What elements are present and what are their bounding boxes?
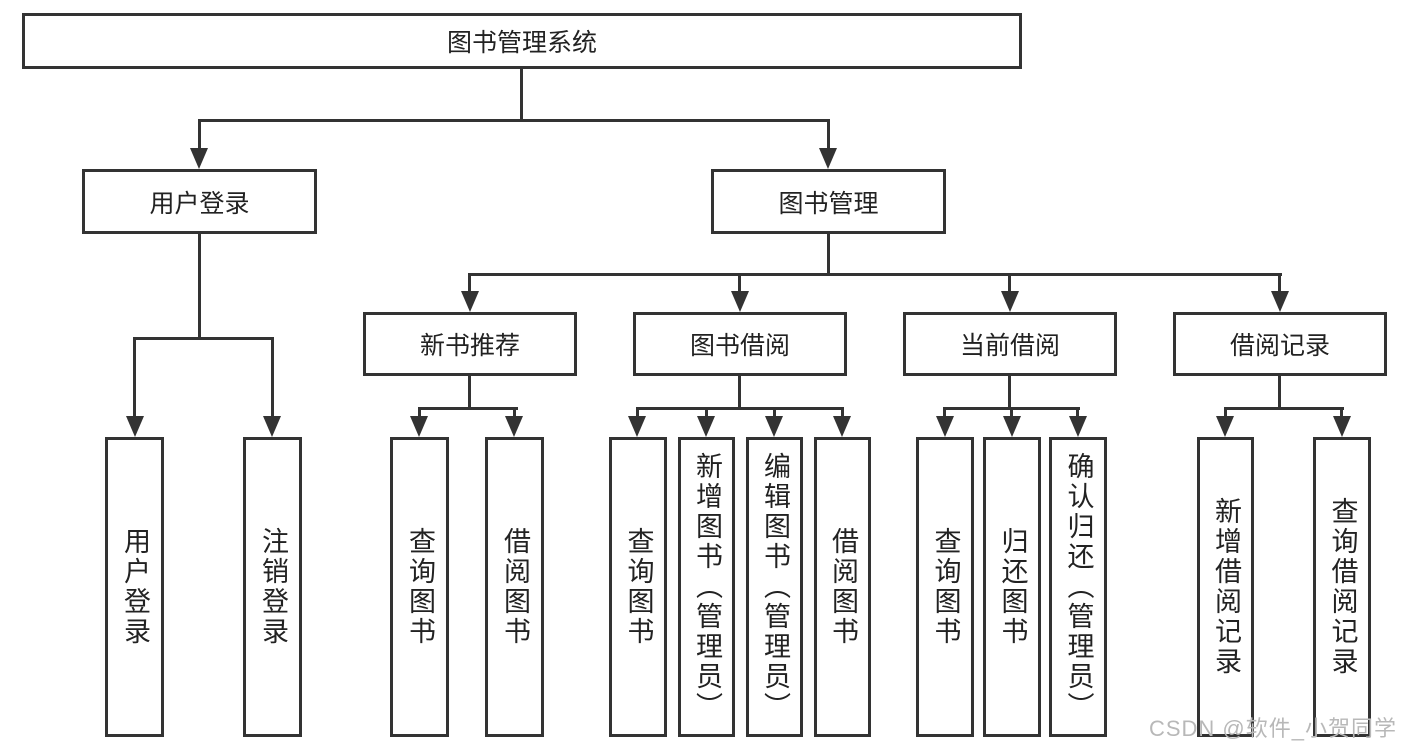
- arrowhead-icon: [833, 416, 851, 437]
- leaf-label: 新增图书（管理员）: [692, 452, 722, 722]
- node-label: 图书借阅: [689, 332, 790, 360]
- connector-line: [1278, 376, 1281, 410]
- arrowhead-icon: [505, 416, 523, 437]
- arrowhead-icon: [1001, 291, 1019, 312]
- leaf-edit-books-admin: 编辑图书（管理员）: [746, 437, 803, 737]
- arrowhead-icon: [731, 291, 749, 312]
- connector-line: [1008, 273, 1011, 293]
- connector-line: [636, 407, 844, 410]
- node-book-management: 图书管理: [711, 169, 946, 234]
- arrowhead-icon: [1216, 416, 1234, 437]
- arrowhead-icon: [190, 148, 208, 169]
- leaf-label: 查询借阅记录: [1327, 497, 1358, 677]
- leaf-label: 查询图书: [623, 527, 654, 647]
- node-label: 借阅记录: [1229, 332, 1330, 360]
- leaf-add-books-admin: 新增图书（管理员）: [678, 437, 735, 737]
- leaf-add-borrow-record: 新增借阅记录: [1197, 437, 1254, 737]
- arrowhead-icon: [1333, 416, 1351, 437]
- connector-line: [773, 407, 776, 418]
- leaf-query-books-3: 查询图书: [916, 437, 974, 737]
- leaf-label: 新增借阅记录: [1211, 497, 1241, 677]
- node-label: 新书推荐: [419, 332, 520, 360]
- leaf-query-borrow-record: 查询借阅记录: [1313, 437, 1371, 737]
- connector-line: [133, 337, 274, 340]
- node-label: 当前借阅: [959, 332, 1060, 360]
- arrowhead-icon: [628, 416, 646, 437]
- connector-line: [1340, 407, 1343, 418]
- leaf-label: 借阅图书: [500, 527, 530, 647]
- leaf-label: 归还图书: [997, 527, 1028, 647]
- connector-line: [1278, 273, 1281, 293]
- node-label: 图书管理: [778, 189, 879, 218]
- connector-line: [738, 273, 741, 293]
- connector-line: [271, 337, 274, 418]
- arrowhead-icon: [1003, 416, 1021, 437]
- connector-line: [513, 407, 516, 418]
- connector-line: [133, 337, 136, 418]
- connector-line: [943, 407, 946, 418]
- connector-line: [198, 233, 201, 340]
- arrowhead-icon: [819, 148, 837, 169]
- leaf-query-books-2: 查询图书: [609, 437, 667, 737]
- arrowhead-icon: [263, 416, 281, 437]
- connector-line: [1224, 407, 1344, 410]
- node-user-login: 用户登录: [82, 169, 317, 234]
- connector-line: [1010, 407, 1013, 418]
- connector-line: [827, 119, 830, 152]
- connector-line: [198, 119, 830, 122]
- connector-line: [827, 234, 830, 276]
- node-book-borrowing: 图书借阅: [633, 312, 847, 376]
- node-library-management-system: 图书管理系统: [22, 13, 1022, 69]
- leaf-label: 借阅图书: [828, 527, 858, 647]
- leaf-user-login: 用户登录: [105, 437, 164, 737]
- connector-line: [738, 376, 741, 410]
- connector-line: [1224, 407, 1227, 418]
- csdn-watermark: CSDN @软件_小贺同学: [1148, 716, 1397, 741]
- arrowhead-icon: [126, 416, 144, 437]
- leaf-confirm-return-admin: 确认归还（管理员）: [1049, 437, 1107, 737]
- arrowhead-icon: [1271, 291, 1289, 312]
- connector-line: [418, 407, 518, 410]
- leaf-label: 查询图书: [930, 527, 961, 647]
- node-label: 用户登录: [149, 189, 250, 218]
- leaf-label: 编辑图书（管理员）: [760, 452, 790, 722]
- node-current-borrowing: 当前借阅: [903, 312, 1117, 376]
- leaf-borrow-books-2: 借阅图书: [814, 437, 871, 737]
- leaf-label: 查询图书: [405, 527, 435, 647]
- connector-line: [841, 407, 844, 418]
- leaf-label: 确认归还（管理员）: [1063, 452, 1094, 722]
- leaf-label: 注销登录: [258, 527, 288, 647]
- connector-line: [418, 407, 421, 418]
- leaf-query-books-1: 查询图书: [390, 437, 449, 737]
- connector-line: [520, 69, 523, 122]
- arrowhead-icon: [410, 416, 428, 437]
- connector-line: [468, 273, 1282, 276]
- arrowhead-icon: [461, 291, 479, 312]
- leaf-return-books: 归还图书: [983, 437, 1041, 737]
- arrowhead-icon: [1069, 416, 1087, 437]
- node-new-book-recommendation: 新书推荐: [363, 312, 577, 376]
- leaf-borrow-books-1: 借阅图书: [485, 437, 544, 737]
- arrowhead-icon: [936, 416, 954, 437]
- connector-line: [705, 407, 708, 418]
- leaf-logout: 注销登录: [243, 437, 302, 737]
- connector-line: [1076, 407, 1079, 418]
- connector-line: [198, 119, 201, 152]
- arrowhead-icon: [697, 416, 715, 437]
- connector-line: [636, 407, 639, 418]
- leaf-label: 用户登录: [120, 527, 150, 647]
- connector-line: [468, 376, 471, 410]
- connector-line: [468, 273, 471, 293]
- connector-line: [1008, 376, 1011, 410]
- node-borrowing-records: 借阅记录: [1173, 312, 1387, 376]
- arrowhead-icon: [765, 416, 783, 437]
- node-label: 图书管理系统: [446, 29, 597, 57]
